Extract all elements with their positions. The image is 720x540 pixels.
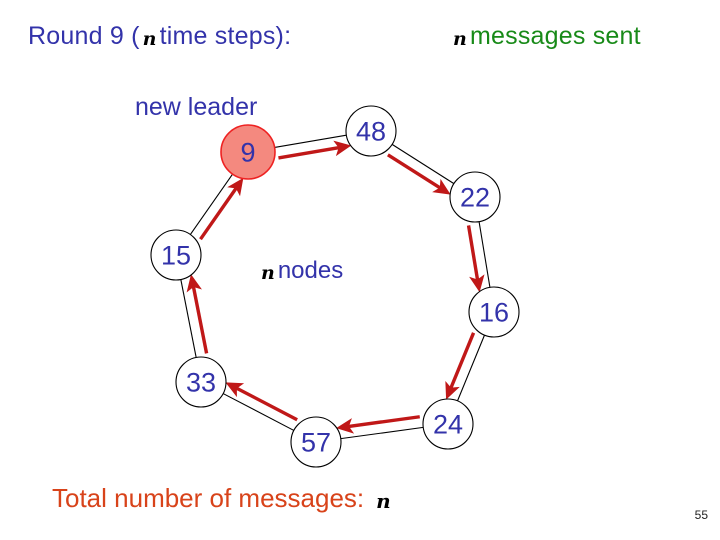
ring-nodes	[150, 105, 520, 468]
message-arrow	[278, 140, 352, 160]
math-n-symbol: n	[453, 28, 468, 50]
math-n-symbol: n	[376, 489, 391, 513]
slide-number: 55	[694, 508, 708, 522]
round-header-suffix: time steps):	[159, 22, 292, 50]
ring-edge	[222, 393, 295, 431]
ring-edge	[189, 173, 233, 235]
ring-edge	[478, 221, 491, 288]
nodes-word: nodes	[277, 257, 344, 284]
message-arrow	[199, 177, 244, 241]
messages-sent-text: messages sent	[470, 22, 641, 50]
ring-node[interactable]	[422, 398, 474, 450]
ring-edge	[391, 143, 455, 185]
ring-node[interactable]	[345, 105, 397, 157]
math-n-symbol: n	[261, 262, 275, 284]
ring-node[interactable]	[449, 171, 501, 223]
message-arrow	[386, 153, 451, 195]
math-n-symbol: n	[142, 28, 157, 50]
ring-edge	[340, 426, 424, 440]
total-messages-text: Total number of messages:	[52, 483, 365, 513]
round-header-prefix: Round 9 (	[28, 22, 140, 50]
message-arrow	[336, 415, 420, 434]
total-messages-label: Total number of messages: n	[52, 483, 394, 514]
ring-edges	[180, 134, 491, 440]
new-leader-label: new leader	[135, 93, 258, 121]
message-arrows	[186, 140, 485, 434]
leader-node[interactable]	[220, 124, 276, 180]
ring-node[interactable]	[175, 356, 227, 408]
message-arrow	[186, 274, 209, 354]
ring-edge	[180, 279, 197, 358]
ring-node[interactable]	[468, 286, 520, 338]
ring-node[interactable]	[290, 416, 342, 468]
ring-edge	[274, 134, 347, 148]
message-arrow	[225, 382, 298, 422]
message-arrow	[445, 332, 476, 400]
ring-edge	[456, 334, 486, 402]
message-arrow	[466, 225, 485, 293]
ring-node[interactable]	[150, 229, 202, 281]
